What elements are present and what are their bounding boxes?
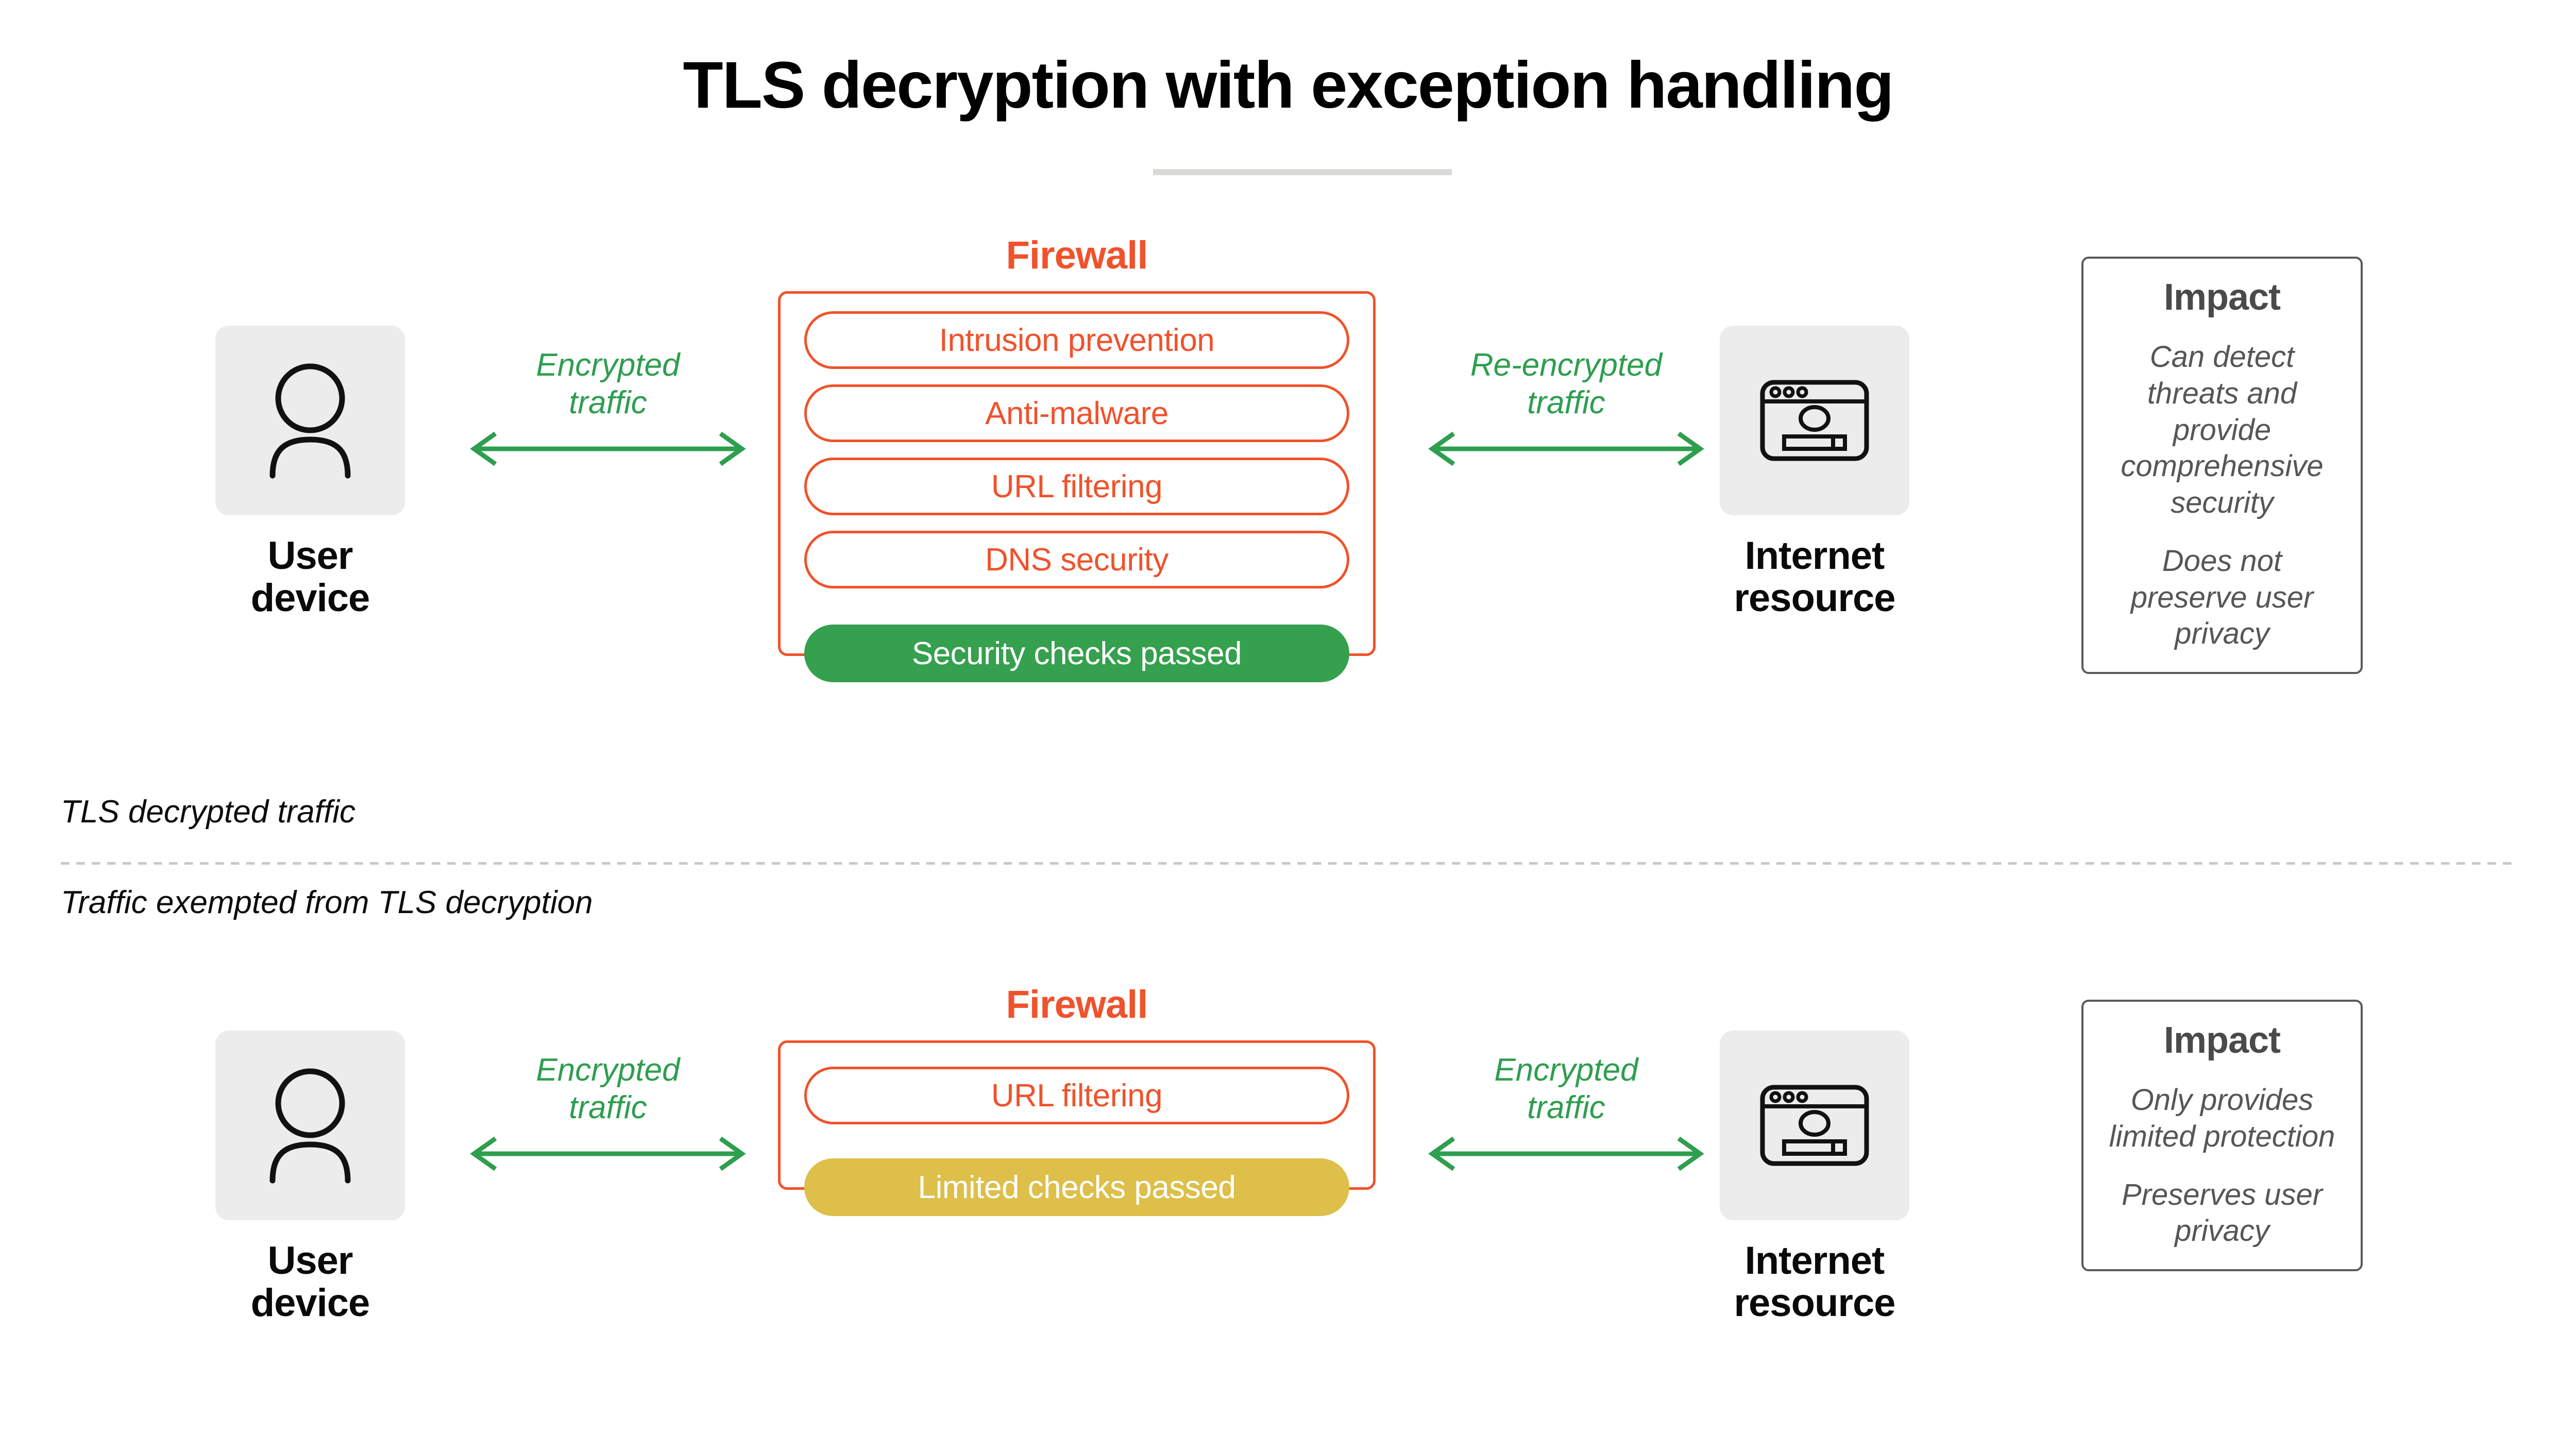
firewall-pill-url-filtering[interactable]: URL filtering (804, 458, 1349, 515)
impact-card-top: Impact Can detect threats and provide co… (2081, 257, 2363, 674)
separator-label-below: Traffic exempted from TLS decryption (61, 885, 593, 920)
separator-label-above: TLS decrypted traffic (61, 794, 356, 830)
double-arrow-icon (470, 1137, 746, 1171)
firewall-top: Firewall Intrusion prevention Anti-malwa… (778, 233, 1376, 682)
internet-resource-tile-top (1720, 326, 1909, 515)
impact-paragraph-preserves-privacy: Preserves user privacy (2121, 1177, 2323, 1248)
double-arrow-icon (1428, 1137, 1704, 1171)
firewall-pill-anti-malware[interactable]: Anti-malware (804, 384, 1349, 442)
internet-resource-tile-bottom (1720, 1031, 1909, 1220)
internet-resource-label-bottom: Internet resource (1734, 1239, 1895, 1325)
internet-resource-bottom: Internet resource (1720, 1031, 1909, 1324)
firewall-box-bottom: URL filtering Limited checks passed (778, 1040, 1376, 1216)
firewall-pill-dns-security[interactable]: DNS security (804, 531, 1349, 588)
internet-resource-top: Internet resource (1720, 326, 1909, 619)
separator-dotted-line (61, 862, 2514, 865)
browser-window-icon (1760, 380, 1869, 461)
impact-title-bottom: Impact (2163, 1020, 2281, 1061)
arrow-group-encrypted-bottom-right: Encrypted traffic (1412, 1051, 1721, 1172)
firewall-status-security-checks-passed: Security checks passed (804, 625, 1349, 682)
firewall-title-bottom: Firewall (1006, 983, 1148, 1026)
user-device-bottom: User device (215, 1031, 405, 1324)
title-underline-rule (1153, 169, 1452, 175)
impact-paragraph-detect-threats: Can detect threats and provide comprehen… (2121, 340, 2324, 519)
internet-resource-label-top: Internet resource (1734, 534, 1895, 620)
user-device-tile-top (215, 326, 405, 515)
user-device-label-top: User device (250, 534, 370, 620)
firewall-status-limited-checks-passed: Limited checks passed (804, 1158, 1349, 1216)
arrow-group-reencrypted-top: Re-encrypted traffic (1412, 346, 1721, 467)
impact-paragraph-limited-protection: Only provides limited protection (2109, 1083, 2335, 1153)
person-icon (269, 1068, 351, 1184)
firewall-bottom: Firewall URL filtering Limited checks pa… (778, 982, 1376, 1216)
arrow-group-encrypted-bottom-left: Encrypted traffic (453, 1051, 762, 1172)
user-device-label-bottom: User device (250, 1239, 370, 1325)
firewall-pill-url-filtering-bottom[interactable]: URL filtering (804, 1067, 1349, 1124)
firewall-pill-intrusion-prevention[interactable]: Intrusion prevention (804, 311, 1349, 369)
firewall-title-top: Firewall (1006, 233, 1148, 277)
arrow-label-encrypted-top: Encrypted traffic (536, 347, 680, 421)
browser-window-icon (1760, 1085, 1869, 1166)
arrow-label-reencrypted-top: Re-encrypted traffic (1470, 347, 1663, 421)
double-arrow-icon (1428, 432, 1704, 466)
firewall-box-top: Intrusion prevention Anti-malware URL fi… (778, 291, 1376, 682)
double-arrow-icon (470, 432, 746, 466)
page-title: TLS decryption with exception handling (683, 48, 1894, 122)
impact-card-bottom: Impact Only provides limited protection … (2081, 1000, 2363, 1271)
user-device-top: User device (215, 326, 405, 619)
impact-title-top: Impact (2163, 277, 2281, 318)
impact-paragraph-no-privacy: Does not preserve user privacy (2130, 544, 2314, 651)
arrow-group-encrypted-top: Encrypted traffic (453, 346, 762, 467)
person-icon (269, 363, 351, 479)
arrow-label-encrypted-bottom-right: Encrypted traffic (1494, 1052, 1638, 1126)
arrow-label-encrypted-bottom-left: Encrypted traffic (536, 1052, 680, 1126)
user-device-tile-bottom (215, 1031, 405, 1220)
